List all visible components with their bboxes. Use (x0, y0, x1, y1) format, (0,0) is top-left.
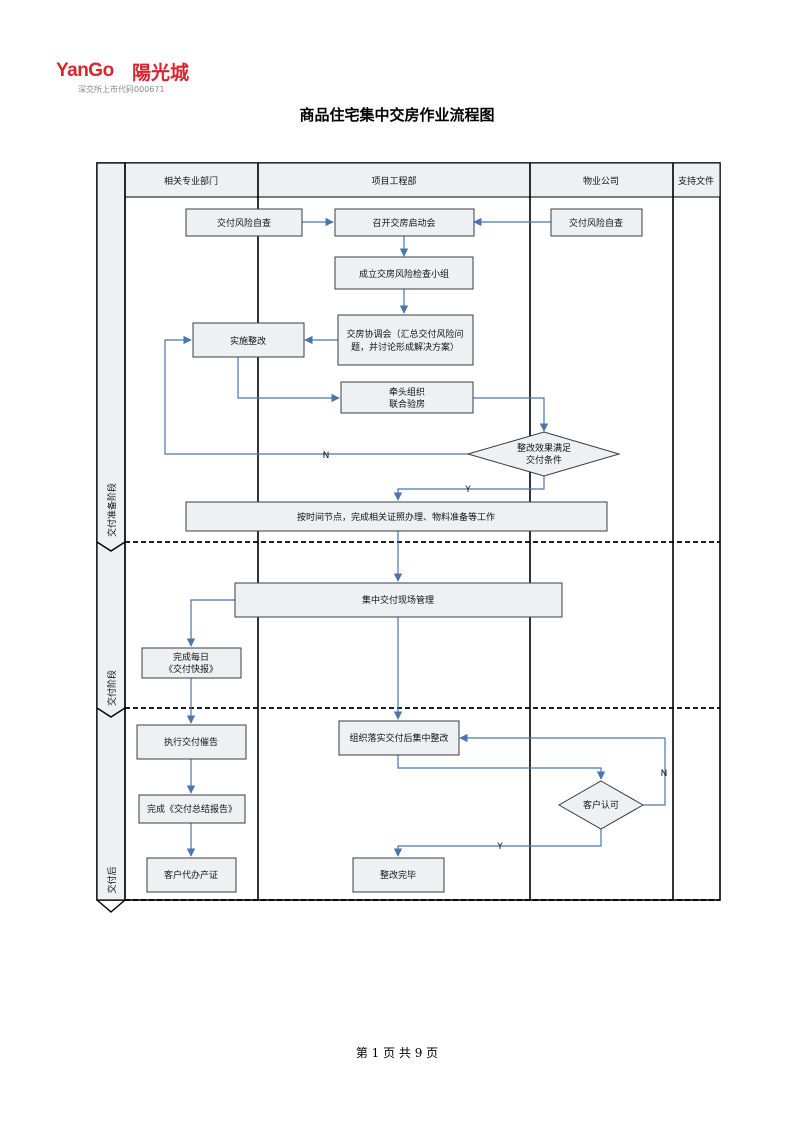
process-label: 交房协调会（汇总交付风险问 (346, 328, 463, 340)
phase-chevron (96, 707, 126, 718)
column-header-3 (529, 162, 674, 198)
process-box: 交房协调会（汇总交付风险问 题，并讨论形成解决方案） (337, 314, 474, 366)
process-label: 实施整改 (230, 335, 266, 347)
decision-diamond: 整改效果满足 交付条件 (466, 431, 621, 477)
process-box: 执行交付催告 (136, 724, 247, 760)
process-box: 按时间节点，完成相关证照办理、物料准备等工作 (185, 501, 608, 532)
decision-diamond: 客户认可 (557, 780, 645, 830)
process-label: 交付风险自查 (569, 217, 623, 229)
stock-code: 深交所上市代码000671 (78, 85, 165, 94)
phase-label: 交付阶段 (106, 670, 118, 706)
arrow-no (164, 335, 468, 455)
process-label: 按时间节点，完成相关证照办理、物料准备等工作 (297, 511, 495, 523)
process-box: 牵头组织 联合验房 (340, 381, 474, 414)
arrow (237, 357, 340, 403)
process-label: 集中交付现场管理 (362, 594, 434, 606)
branch-label-no: N (661, 769, 668, 779)
process-label: 组织落实交付后集中整改 (349, 732, 448, 744)
column-label: 物业公司 (583, 175, 619, 187)
column-header-2 (257, 162, 531, 198)
process-box: 实施整改 (192, 322, 305, 358)
branch-label-yes: Y (464, 485, 471, 495)
arrow (186, 599, 235, 647)
decision-label: 整改效果满足 (517, 442, 571, 454)
company-logo: YanGo 陽光城 深交所上市代码000671 (56, 60, 196, 100)
process-box: 组织落实交付后集中整改 (338, 720, 460, 756)
process-label: 召开交房启动会 (372, 217, 435, 229)
process-label: 整改完毕 (380, 869, 416, 881)
process-box: 客户代办产证 (146, 857, 237, 893)
branch-label-no: N (323, 451, 330, 461)
page-footer: 第 1 页 共 9 页 (355, 1046, 439, 1060)
phase-column (96, 162, 126, 901)
process-box: 整改完毕 (352, 857, 445, 893)
page-title: 商品住宅集中交房作业流程图 (299, 106, 495, 124)
logo-chinese: 陽光城 (132, 62, 190, 84)
process-label: 题，并讨论形成解决方案） (351, 341, 459, 353)
branch-label-yes: Y (496, 842, 503, 852)
process-label: 完成《交付总结报告》 (147, 803, 237, 815)
connectors (164, 217, 666, 857)
process-box: 成立交房风险检查小组 (334, 256, 474, 290)
process-label: 执行交付催告 (164, 736, 218, 748)
phase-chevron (96, 899, 126, 913)
process-label: 客户代办产证 (164, 869, 218, 881)
process-label: 交付风险自查 (217, 217, 271, 229)
process-label: 牵头组织 (389, 386, 425, 398)
process-box: 完成每日 《交付快报》 (141, 647, 242, 679)
decision-label: 交付条件 (526, 454, 562, 466)
column-label: 支持文件 (678, 175, 714, 187)
arrow-no (459, 733, 666, 806)
phase-label: 交付准备阶段 (106, 483, 118, 537)
process-label: 成立交房风险检查小组 (359, 268, 449, 280)
phase-label: 交付后 (106, 866, 118, 893)
column-label: 相关专业部门 (164, 175, 218, 187)
arrow (473, 397, 549, 432)
process-box: 集中交付现场管理 (234, 582, 563, 618)
process-box: 交付风险自查 (550, 208, 643, 237)
process-label: 《交付快报》 (164, 663, 218, 675)
arrow (397, 755, 606, 780)
process-label: 完成每日 (173, 651, 209, 663)
arrow-yes (393, 476, 545, 501)
process-box: 召开交房启动会 (334, 208, 475, 237)
process-box: 完成《交付总结报告》 (138, 794, 246, 824)
process-label: 联合验房 (389, 398, 425, 410)
logo-latin: YanGo (56, 60, 114, 81)
phase-chevron (96, 541, 126, 552)
process-box: 交付风险自查 (185, 208, 303, 237)
column-label: 项目工程部 (371, 175, 416, 187)
decision-label: 客户认可 (583, 799, 619, 811)
arrow-yes (393, 829, 602, 857)
